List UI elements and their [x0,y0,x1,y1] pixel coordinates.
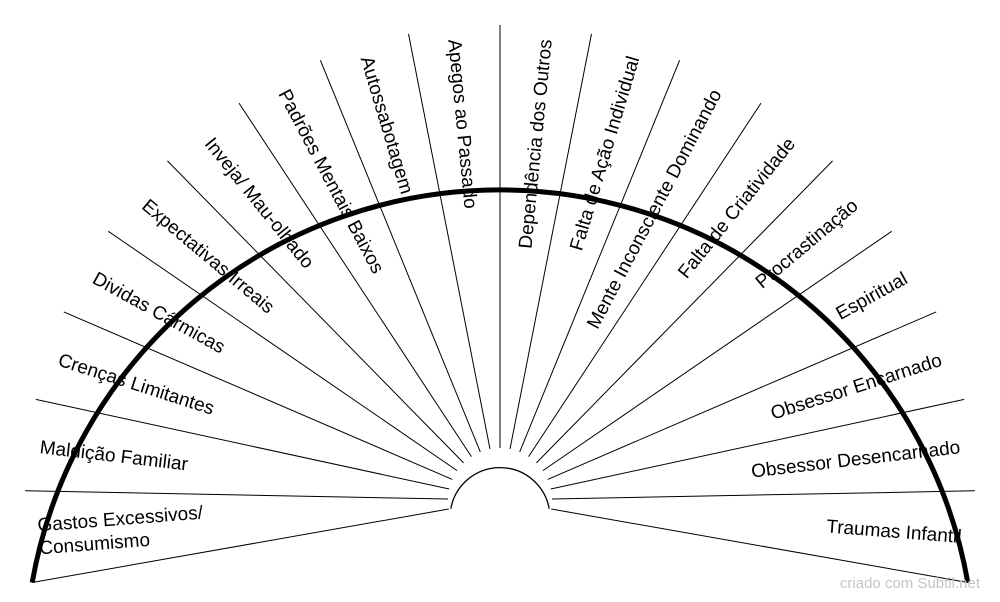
sector-line [551,508,968,583]
sector-line [319,60,481,453]
segment-label-line: Apegos ao Passado [443,38,480,209]
segment-label: Dividas Cármicas [89,268,229,358]
segment-label-line: Maldição Familiar [39,437,190,475]
sector-line [238,102,472,457]
segment-label: Procrastinação [752,196,863,294]
segment-label: Obsessor Encarnado [768,350,944,425]
sector-line [551,490,975,500]
watermark: criado com Subtil.net [839,575,980,592]
sector-line [542,230,892,472]
segment-label: Autossabotagem [356,54,417,197]
segment-label-line: Obsessor Encarnado [768,350,944,425]
segment-label: Apegos ao Passado [443,38,480,209]
segment-label-line: Obsessor Desencarnado [750,437,961,482]
segment-label: Falta de Ação Individual [566,54,644,253]
segment-label-line: Procrastinação [752,196,863,294]
sector-line [167,160,464,464]
sector-line [108,230,458,472]
segment-label-line: Autossabotagem [356,54,417,197]
sector-lines [25,25,975,583]
segment-label: Obsessor Desencarnado [750,437,961,482]
sector-line [519,60,681,453]
segment-label-line: Traumas Infantil [826,516,963,547]
segment-label: Maldição Familiar [39,437,190,475]
sector-line [35,398,450,490]
segment-label-line: Espiritual [833,268,912,324]
segment-label: Dependência dos Outros [515,38,556,249]
segment-label: Gastos Excessivos/Consumismo [37,503,206,560]
sector-line [528,102,762,457]
sector-line [550,398,965,490]
sector-line [509,33,592,450]
hub-arc [450,466,550,509]
segment-label: Traumas Infantil [826,516,963,547]
segment-label-line: Dependência dos Outros [515,38,556,249]
segment-label-line: Dividas Cármicas [89,268,229,358]
sector-line [63,311,453,480]
segment-label: Espiritual [833,268,912,324]
sector-line [408,33,491,450]
sector-line [547,311,937,480]
outer-arc [29,187,971,583]
sector-line [536,160,833,464]
sector-line [25,490,449,500]
sector-line [32,508,449,583]
segment-label-line: Falta de Ação Individual [566,54,644,253]
